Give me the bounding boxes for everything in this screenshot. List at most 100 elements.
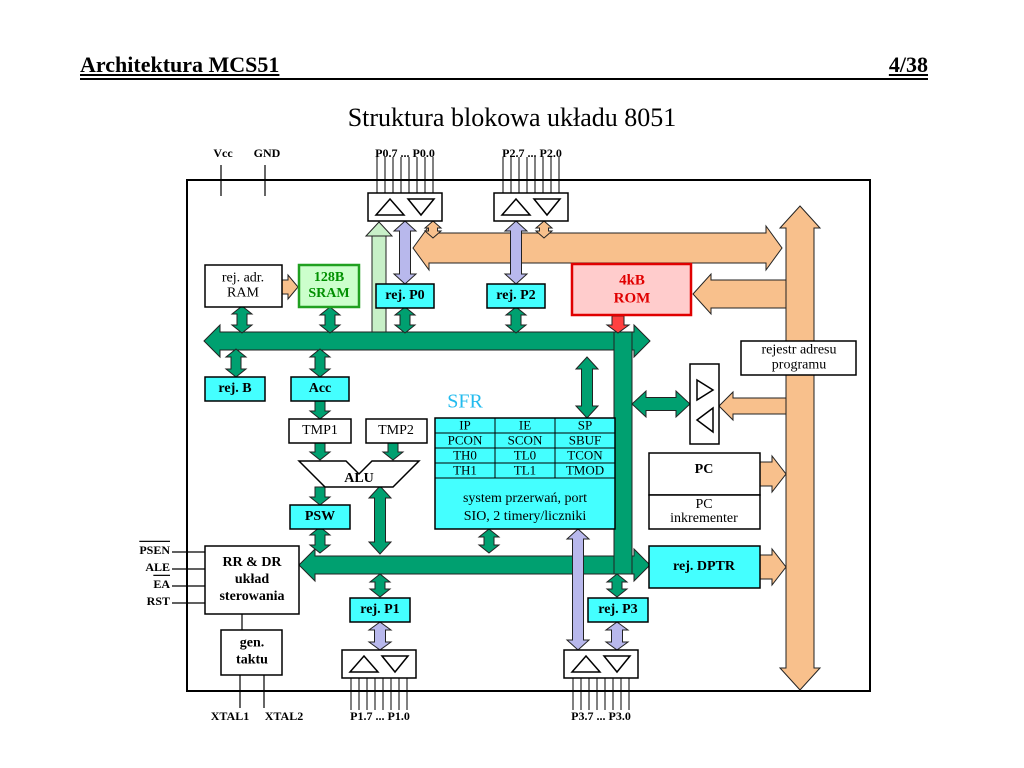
buffer-down-icon xyxy=(532,198,562,217)
sfr-title: SFR xyxy=(447,391,483,413)
sfr-cell-label: SBUF xyxy=(569,432,602,447)
p2-address-arrow xyxy=(534,220,554,239)
p2-pins-label: P2.7 ... P2.0 xyxy=(502,146,562,160)
sfr-cell-label: IP xyxy=(459,417,471,432)
rom-address-arrow xyxy=(692,272,787,316)
sram-label-line: 128B xyxy=(314,270,344,285)
internal-data-bus-top xyxy=(203,323,651,359)
psw-label: PSW xyxy=(305,509,335,524)
connections-layer xyxy=(172,157,871,710)
sfr-cell-label: TH1 xyxy=(453,462,477,477)
sfr-cell-label: SP xyxy=(578,417,592,432)
sfr-cell-label: TH0 xyxy=(453,447,477,462)
p1-buffer xyxy=(341,649,417,679)
sfr-cell-label: TL0 xyxy=(514,447,536,462)
gnd-label: GND xyxy=(254,146,281,160)
buffer-up-icon xyxy=(374,197,406,216)
rej-p2-label: rej. P2 xyxy=(496,288,535,303)
sfr-block xyxy=(434,417,616,530)
buffer-down-icon xyxy=(406,198,436,217)
acc-arrow xyxy=(308,348,332,378)
dptr-buffer-arrow xyxy=(631,389,691,419)
ram-address-register-label-line: RAM xyxy=(227,286,259,301)
alu-bus-arrow xyxy=(367,485,393,555)
ram-addr-arrow xyxy=(281,273,299,301)
control-pin-label: PSEN xyxy=(139,543,170,557)
control-pin-label: ALE xyxy=(145,560,170,574)
buffer-right-icon xyxy=(696,378,715,402)
p3-pins-label: P3.7 ... P3.0 xyxy=(571,709,631,723)
rom-bus-arrow xyxy=(605,315,631,334)
control-pin-label: EA xyxy=(153,577,170,591)
p0-address-arrow xyxy=(423,220,443,239)
clock-generator xyxy=(220,629,283,676)
xtal2-label: XTAL2 xyxy=(265,709,303,723)
p2-buffer xyxy=(493,192,569,222)
program-address-register xyxy=(740,340,857,376)
rej-p2 xyxy=(486,283,546,309)
sram-label-line: SRAM xyxy=(308,286,349,301)
p0-data-link xyxy=(392,220,418,285)
rom-label-line: ROM xyxy=(614,290,651,306)
buffer-up-icon xyxy=(348,654,380,673)
rej-p1 xyxy=(349,597,411,623)
control-unit-label-line: RR & DR xyxy=(222,555,282,570)
p0-pins-label: P0.7 ... P0.0 xyxy=(375,146,435,160)
tmp2-register xyxy=(365,418,428,444)
control-pin-label: RST xyxy=(147,594,170,608)
alu-label: ALU xyxy=(344,471,374,486)
p3-port-link xyxy=(604,621,630,651)
slide-header: Architektura MCS51 4/38 xyxy=(80,52,928,80)
control-unit xyxy=(204,545,300,615)
p0-bus-arrow xyxy=(393,306,417,334)
xtal1-label: XTAL1 xyxy=(211,709,249,723)
p3-sfr-link xyxy=(565,528,591,651)
rej-p3 xyxy=(587,597,649,623)
acc-label: Acc xyxy=(309,381,332,396)
acc-register xyxy=(290,376,350,402)
sfr-cell-label: TCON xyxy=(567,447,603,462)
rom-label-line: 4kB xyxy=(619,272,645,288)
pc-incrementer-label-line: inkrementer xyxy=(670,511,738,526)
clock-generator-label-line: gen. xyxy=(240,636,265,651)
sfr-footer-line: SIO, 2 timery/liczniki xyxy=(464,509,587,524)
sram-block xyxy=(297,263,361,309)
pc-incrementer xyxy=(648,494,761,530)
program-address-bus xyxy=(778,205,822,691)
pc-label: PC xyxy=(695,462,714,477)
p1-bus-arrow xyxy=(368,573,392,598)
program-address-register-label-line: programu xyxy=(772,358,826,373)
rej-b-label: rej. B xyxy=(218,381,251,396)
sram-arrow xyxy=(318,306,342,334)
dptr-address-arrow xyxy=(759,547,787,587)
vertical-buffer xyxy=(689,363,720,445)
sfr-cell xyxy=(554,462,616,479)
p1-pins-label: P1.7 ... P1.0 xyxy=(350,709,410,723)
psw-arrow xyxy=(308,526,332,554)
rej-p0 xyxy=(375,283,435,309)
control-unit-label-line: sterowania xyxy=(219,589,284,604)
rom-block xyxy=(570,262,693,317)
diagram-title: Struktura blokowa układu 8051 xyxy=(347,103,677,132)
sfr-bottom-arrow xyxy=(477,528,501,554)
sfr-cell-label: SCON xyxy=(508,432,543,447)
tmp2-label: TMP2 xyxy=(378,423,414,438)
buffer-down-icon xyxy=(380,655,410,674)
sfr-cell-label: TL1 xyxy=(514,462,536,477)
ram-addr-bus-arrow xyxy=(230,305,254,334)
p0-buffer xyxy=(367,192,443,222)
sfr-cell-label: IE xyxy=(519,417,531,432)
p3-bus-arrow xyxy=(605,573,629,598)
alu-block xyxy=(297,460,421,488)
p0-addr-link-head xyxy=(364,221,394,237)
sfr-bus-arrow xyxy=(574,356,600,419)
ram-address-register-label-line: rej. adr. xyxy=(222,271,264,286)
tmp1-label: TMP1 xyxy=(302,423,338,438)
pc-address-arrow xyxy=(759,454,787,494)
sfr-cell-label: TMOD xyxy=(566,462,604,477)
dptr-register xyxy=(648,545,761,589)
internal-data-bus-right xyxy=(613,331,633,575)
rej-p0-label: rej. P0 xyxy=(385,288,424,303)
